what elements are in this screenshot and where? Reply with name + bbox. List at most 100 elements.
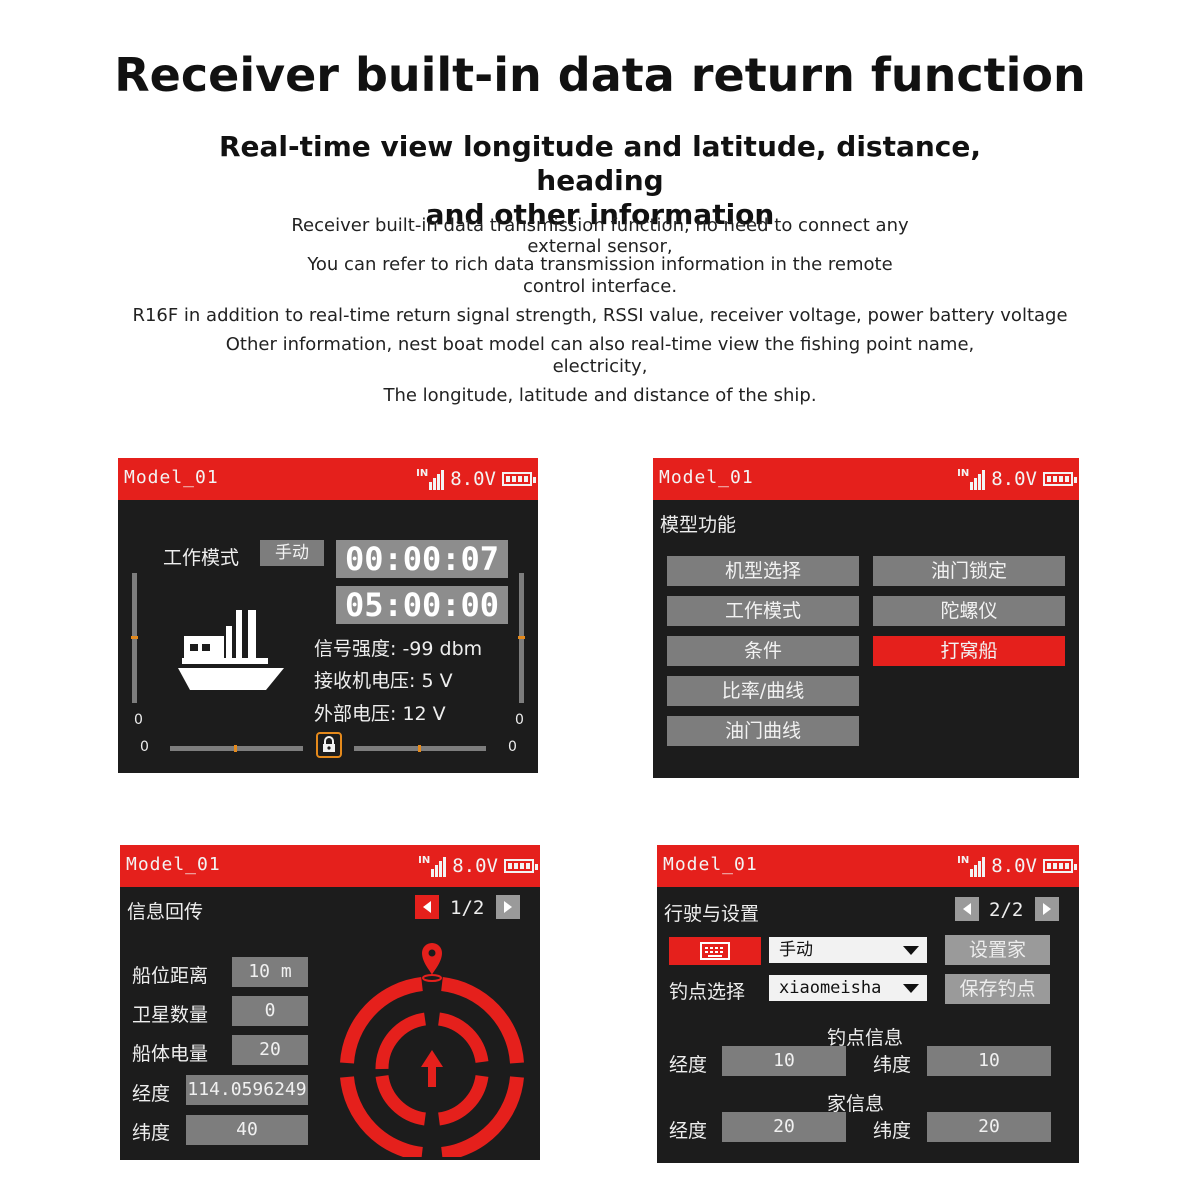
save-point-button[interactable]: 保存钓点 [945, 974, 1050, 1004]
status-indicators: IN 8.0V [416, 466, 536, 492]
home-latitude-label: 纬度 [873, 1120, 912, 1142]
distance-value: 10 m [232, 957, 308, 987]
screen-drive-settings: Model_01 IN 8.0V 行驶与设置 2/2 手动 设置家 钓点选择 x… [657, 845, 1079, 1163]
screen-heading: 模型功能 [660, 514, 737, 536]
status-indicators: IN 8.0V [418, 853, 538, 879]
model-name: Model_01 [659, 467, 754, 488]
description-1: Receiver built-in data transmission func… [291, 215, 909, 236]
voltage-readout: 8.0V [452, 855, 498, 877]
longitude-value: 114.0596249 [186, 1075, 308, 1105]
point-latitude-value: 10 [927, 1046, 1051, 1076]
bottom-right-trim-bar[interactable] [354, 745, 486, 752]
page-subtitle: Real-time view longitude and latitude, d… [200, 130, 1000, 232]
page-indicator: 2/2 [989, 899, 1024, 921]
triangle-left-icon [423, 901, 431, 913]
screen-heading: 信息回传 [127, 901, 204, 923]
next-page-button[interactable] [496, 895, 520, 919]
distance-label: 船位距离 [132, 965, 209, 987]
bottom-left-trim-bar[interactable] [170, 745, 303, 752]
gyro-button[interactable]: 陀螺仪 [873, 596, 1065, 626]
prev-page-button[interactable] [415, 895, 439, 919]
description-3: You can refer to rich data transmission … [307, 254, 893, 275]
signal-icon: IN [416, 468, 445, 490]
countdown-timer: 05:00:00 [336, 586, 508, 624]
voltage-readout: 8.0V [991, 855, 1037, 877]
chevron-down-icon [903, 984, 919, 993]
battery-icon [504, 859, 538, 873]
next-page-button[interactable] [1035, 897, 1059, 921]
right-trim-value: 0 [515, 712, 524, 728]
description-4: control interface. [522, 276, 678, 297]
home-longitude-value: 20 [722, 1112, 846, 1142]
boat-icon [178, 610, 284, 690]
latitude-label: 纬度 [132, 1122, 171, 1144]
home-latitude-value: 20 [927, 1112, 1051, 1142]
condition-button[interactable]: 条件 [667, 636, 859, 666]
home-info-title: 家信息 [827, 1093, 885, 1115]
subtitle-line-2: and other information [425, 198, 775, 231]
voltage-readout: 8.0V [450, 468, 496, 490]
set-home-button[interactable]: 设置家 [945, 935, 1050, 965]
signal-icon: IN [957, 468, 986, 490]
battery-icon [502, 472, 536, 486]
status-bar: Model_01 IN 8.0V [118, 458, 538, 500]
description-7: electricity, [552, 356, 648, 377]
work-mode-value[interactable]: 手动 [260, 540, 324, 566]
status-bar: Model_01 IN 8.0V [657, 845, 1079, 887]
bottom-right-trim-value: 0 [508, 739, 517, 755]
receiver-voltage-readout: 接收机电压: 5 V [314, 670, 453, 692]
satellite-count-label: 卫星数量 [132, 1004, 209, 1026]
description-5: R16F in addition to real-time return sig… [132, 305, 1068, 326]
screen-info-return: Model_01 IN 8.0V 信息回传 1/2 船位距离 10 m 卫星数量… [120, 845, 540, 1160]
page-title: Receiver built-in data return function [114, 48, 1086, 102]
model-name: Model_01 [126, 854, 221, 875]
voltage-readout: 8.0V [991, 468, 1037, 490]
external-voltage-readout: 外部电压: 12 V [314, 703, 446, 725]
triangle-right-icon [504, 901, 512, 913]
work-mode-label: 工作模式 [163, 547, 240, 569]
model-name: Model_01 [124, 467, 219, 488]
status-indicators: IN 8.0V [957, 466, 1077, 492]
mode-dropdown[interactable]: 手动 [769, 937, 927, 963]
right-trim-bar[interactable] [518, 573, 525, 703]
description-6: Other information, nest boat model can a… [225, 334, 975, 355]
model-name: Model_01 [663, 854, 758, 875]
signal-icon: IN [957, 855, 986, 877]
latitude-value: 40 [186, 1115, 308, 1145]
mode-dropdown-value: 手动 [779, 940, 813, 960]
heading-arrow-icon [421, 1050, 443, 1087]
fishing-point-label: 钓点选择 [669, 981, 746, 1003]
status-bar: Model_01 IN 8.0V [653, 458, 1079, 500]
point-info-title: 钓点信息 [827, 1027, 904, 1049]
description-2: external sensor, [527, 236, 673, 257]
battery-icon [1043, 472, 1077, 486]
lock-icon[interactable] [316, 732, 342, 758]
prev-page-button[interactable] [955, 897, 979, 921]
rate-curve-button[interactable]: 比率/曲线 [667, 676, 859, 706]
keyboard-icon [700, 942, 730, 960]
triangle-right-icon [1043, 903, 1051, 915]
compass-rings [340, 977, 524, 1157]
chevron-down-icon [903, 946, 919, 955]
triangle-left-icon [963, 903, 971, 915]
throttle-curve-button[interactable]: 油门曲线 [667, 716, 859, 746]
point-longitude-label: 经度 [669, 1054, 708, 1076]
screen-main: Model_01 IN 8.0V 工作模式 手动 00:00:07 05:00:… [118, 458, 538, 773]
model-select-button[interactable]: 机型选择 [667, 556, 859, 586]
description-8: The longitude, latitude and distance of … [383, 385, 817, 406]
status-indicators: IN 8.0V [957, 853, 1077, 879]
keyboard-button[interactable] [669, 937, 761, 965]
longitude-label: 经度 [132, 1083, 171, 1105]
point-latitude-label: 纬度 [873, 1054, 912, 1076]
status-bar: Model_01 IN 8.0V [120, 845, 540, 887]
location-pin-icon [422, 943, 442, 982]
left-trim-bar[interactable] [131, 573, 138, 703]
work-mode-button[interactable]: 工作模式 [667, 596, 859, 626]
hull-battery-value: 20 [232, 1035, 308, 1065]
signal-icon: IN [418, 855, 447, 877]
satellite-count-value: 0 [232, 996, 308, 1026]
fishing-point-dropdown[interactable]: xiaomeisha [769, 975, 927, 1001]
throttle-lock-button[interactable]: 油门锁定 [873, 556, 1065, 586]
bottom-left-trim-value: 0 [140, 739, 149, 755]
bait-boat-button[interactable]: 打窝船 [873, 636, 1065, 666]
